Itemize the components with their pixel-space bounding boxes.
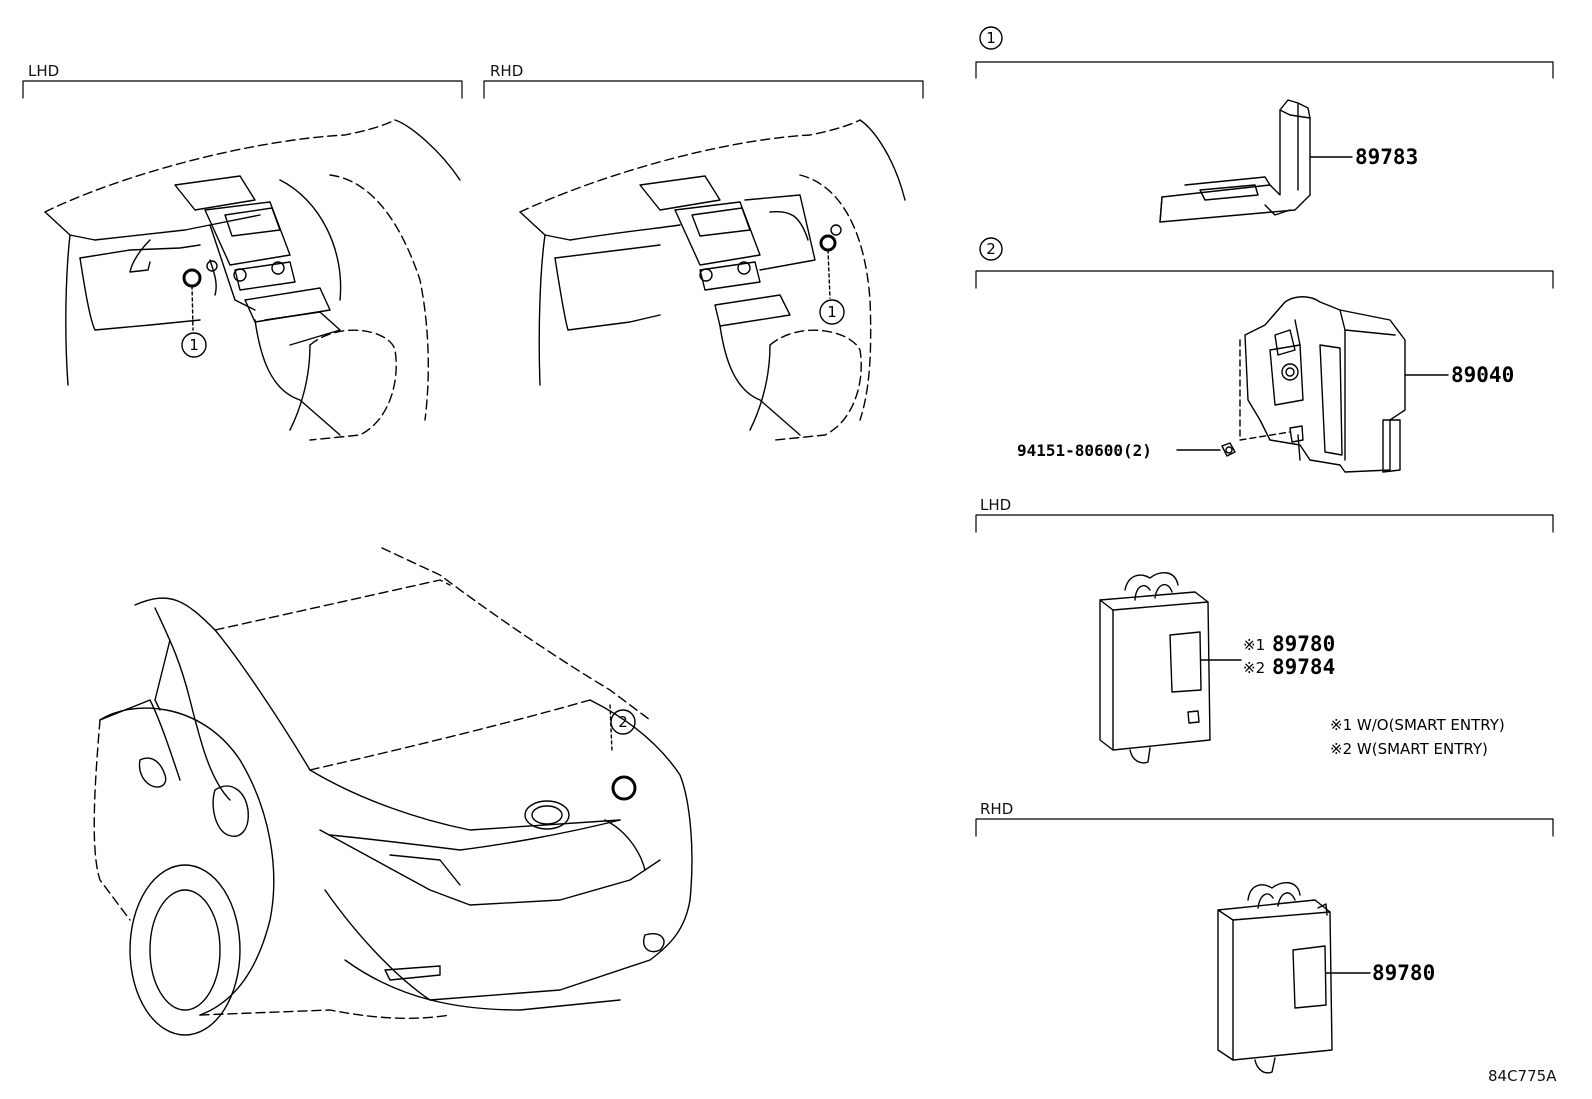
group2-marker-number: 2 bbox=[986, 240, 996, 258]
lhd-receiver-illustration bbox=[1099, 572, 1242, 764]
lhd-dash-callout-number: 1 bbox=[189, 336, 199, 354]
section-brackets bbox=[22, 61, 1554, 837]
rear-callout-number: 2 bbox=[618, 713, 628, 731]
lhd-part-number-89784: 89784 bbox=[1272, 655, 1336, 679]
lhd-dash-callout-circle bbox=[181, 332, 207, 358]
note-with-smart-entry: ※2 W(SMART ENTRY) bbox=[1330, 740, 1488, 758]
module-89040-illustration bbox=[1176, 296, 1449, 473]
rhd-receiver-illustration bbox=[1217, 882, 1371, 1074]
fastener-part-number: 94151-80600(2) bbox=[1017, 441, 1152, 460]
rhd-part-number-89780: 89780 bbox=[1372, 961, 1436, 985]
group2-marker-circle bbox=[979, 237, 1003, 261]
lhd-part-number-89780: 89780 bbox=[1272, 632, 1336, 656]
rhd-dash-callout-number: 1 bbox=[827, 303, 837, 321]
diagram-id: 84C775A bbox=[1488, 1067, 1557, 1085]
group1-marker-number: 1 bbox=[986, 29, 996, 47]
rear-car-illustration bbox=[93, 547, 693, 1036]
rhd-dash-section-label: RHD bbox=[490, 62, 524, 80]
lhd-note2-mark: ※2 bbox=[1243, 659, 1266, 677]
rhd-module-section-label: RHD bbox=[980, 800, 1014, 818]
lhd-dash-section-label: LHD bbox=[28, 62, 60, 80]
rhd-dash-callout-circle bbox=[819, 299, 845, 325]
bracket-89783-illustration bbox=[1159, 99, 1353, 223]
rhd-dashboard-illustration bbox=[519, 119, 906, 441]
note-without-smart-entry: ※1 W/O(SMART ENTRY) bbox=[1330, 716, 1505, 734]
part-number-89783: 89783 bbox=[1355, 145, 1419, 169]
rear-callout-circle bbox=[610, 709, 636, 735]
part-number-89040: 89040 bbox=[1451, 363, 1515, 387]
lhd-module-section-label: LHD bbox=[980, 496, 1012, 514]
lhd-dashboard-illustration bbox=[44, 119, 461, 441]
group1-marker-circle bbox=[979, 26, 1003, 50]
lhd-note1-mark: ※1 bbox=[1243, 636, 1266, 654]
